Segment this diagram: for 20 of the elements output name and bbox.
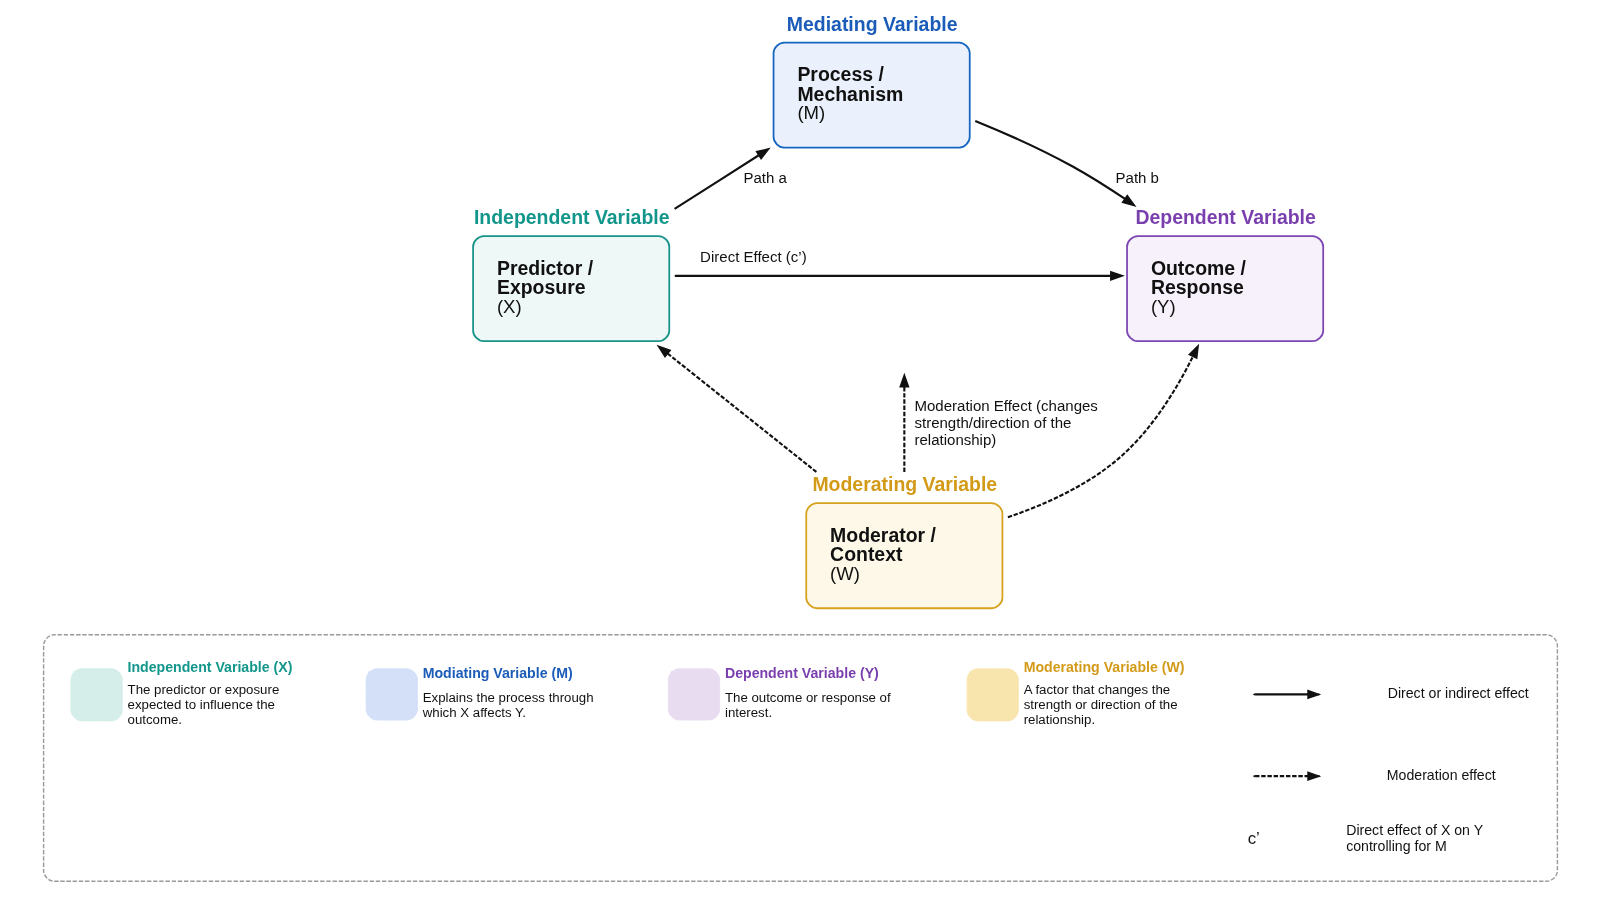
legend-label: Moderation effect	[1386, 766, 1496, 783]
node-label: Dependent Variable	[1134, 206, 1316, 229]
edge-label: Moderation Effect (changes strength/direction of the relationship)	[914, 397, 1098, 448]
node-label: Moderating Variable	[811, 473, 997, 496]
edge-label: Path a	[743, 169, 787, 187]
label: c’	[1247, 828, 1260, 848]
legend-label: Direct effect of X on Y controlling for M	[1345, 822, 1483, 855]
legend-label: Direct or indirect effect	[1387, 684, 1529, 701]
label: A factor that changes the strength or direction of the relationship.	[1023, 681, 1178, 727]
label: The outcome or response of interest.	[724, 689, 891, 720]
legend-label: Dependent Variable (Y)	[724, 664, 879, 681]
edge-label: Direct Effect (c’)	[699, 247, 807, 265]
node-label: Independent Variable	[473, 206, 669, 229]
node-label: Mediating Variable	[786, 12, 957, 35]
legend-label: Modiating Variable (M)	[422, 664, 573, 681]
legend-label: Moderating Variable (W)	[1023, 659, 1185, 676]
edge-label: Path b	[1115, 169, 1159, 187]
label: The predictor or exposure expected to influence the outcome.	[127, 681, 279, 727]
label: Explains the process through which X affects Y.	[422, 689, 594, 720]
legend-label: Independent Variable (X)	[127, 659, 292, 676]
